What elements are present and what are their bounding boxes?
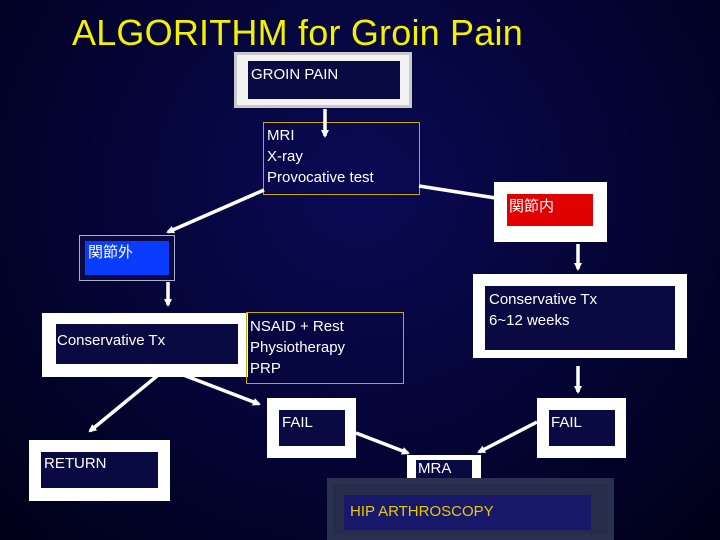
detail-prp: PRP <box>250 360 281 377</box>
arrow-conservative-to-return <box>88 374 159 433</box>
arrow-workup-to-intra <box>418 184 504 203</box>
arrow-workup-to-extra <box>166 188 265 234</box>
arrow-conservative-to-fail <box>172 369 261 406</box>
conservative-detail-box: NSAID + Rest Physiotherapy PRP <box>246 312 404 384</box>
conservative-tx-left-label: Conservative Tx <box>57 332 166 349</box>
return-node: RETURN <box>29 440 170 501</box>
workup-provocative-test: Provocative test <box>267 169 374 186</box>
detail-nsaid-rest: NSAID + Rest <box>250 318 344 335</box>
arrow-fail-left-to-mra <box>355 431 410 455</box>
return-label: RETURN <box>44 455 107 472</box>
mra-label: MRA <box>418 460 452 477</box>
hip-arthroscopy-node: HIP ARTHROSCOPY <box>327 478 614 540</box>
conservative-tx-left-node: Conservative Tx <box>42 313 248 377</box>
conservative-tx-right-node: Conservative Tx 6~12 weeks <box>473 274 687 358</box>
intra-articular-label: 関節内 <box>509 198 555 215</box>
arrow-fail-right-to-mra <box>477 420 538 454</box>
fail-left-node: FAIL <box>267 398 356 458</box>
extra-articular-label: 関節外 <box>88 244 134 261</box>
fail-left-label: FAIL <box>282 414 313 431</box>
workup-mri: MRI <box>267 127 295 144</box>
workup-xray: X-ray <box>267 148 303 165</box>
page-title: ALGORITHM for Groin Pain <box>72 12 523 53</box>
detail-physiotherapy: Physiotherapy <box>250 339 346 356</box>
conservative-tx-right-line1: Conservative Tx <box>489 291 598 308</box>
fail-right-label: FAIL <box>551 414 582 431</box>
groin-pain-node: GROIN PAIN <box>234 52 412 108</box>
extra-articular-node: 関節外 <box>79 235 175 281</box>
intra-articular-node: 関節内 <box>494 182 607 242</box>
fail-right-node: FAIL <box>537 398 626 458</box>
workup-box: MRI X-ray Provocative test <box>263 122 420 195</box>
groin-pain-label: GROIN PAIN <box>251 66 339 83</box>
conservative-tx-right-line2: 6~12 weeks <box>489 312 570 329</box>
hip-arthroscopy-label: HIP ARTHROSCOPY <box>350 503 494 520</box>
